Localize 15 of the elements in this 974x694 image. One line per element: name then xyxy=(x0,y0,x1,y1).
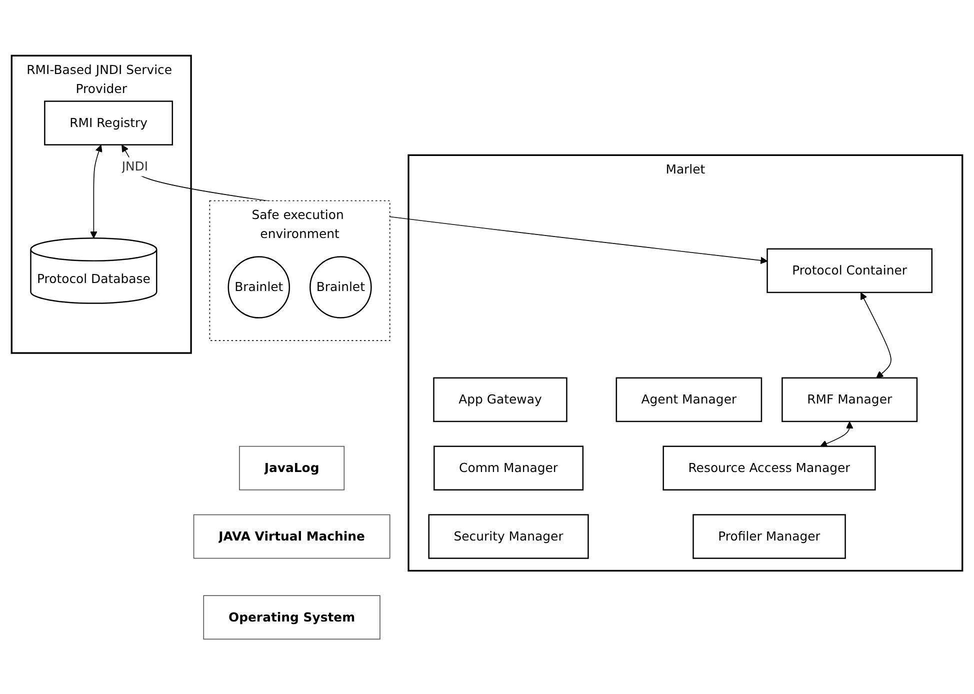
node-box: Agent Manager xyxy=(616,376,762,422)
node-box: Profiler Manager xyxy=(692,514,846,559)
arrow xyxy=(860,292,892,378)
node-box: Comm Manager xyxy=(434,445,584,490)
node-box: App Gateway xyxy=(433,376,568,422)
node-box: Protocol Container xyxy=(766,248,933,293)
node-box: Operating System xyxy=(203,594,380,640)
arrow xyxy=(90,144,102,238)
node-box: RMF Manager xyxy=(782,376,918,422)
node-circle: Brainlet xyxy=(228,256,290,318)
node-box: Security Manager xyxy=(428,514,589,559)
node-box: RMI Registry xyxy=(44,100,173,146)
node-circle: Brainlet xyxy=(310,256,372,318)
arrow xyxy=(820,421,854,447)
node-box: Resource Access Manager xyxy=(662,445,876,490)
